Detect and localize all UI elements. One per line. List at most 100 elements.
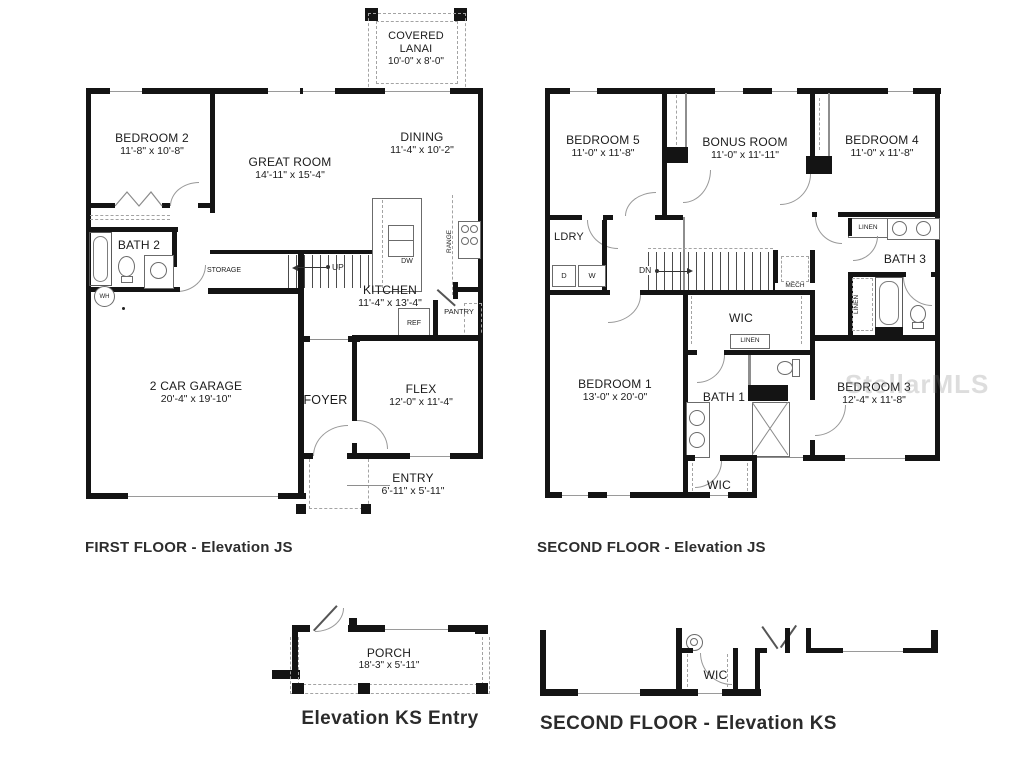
room-label-great-room: GREAT ROOM 14'-11" x 15'-4" [248, 155, 332, 182]
garage-door [128, 493, 278, 499]
first-floor-title: FIRST FLOOR - Elevation JS [85, 539, 293, 556]
linen-closet: LINEN [848, 218, 888, 238]
wall [292, 625, 310, 632]
mech-equipment [781, 256, 809, 282]
closet-rod [676, 95, 677, 145]
wall [752, 461, 757, 498]
wall [848, 272, 906, 277]
wall [683, 455, 695, 461]
door-arc [170, 182, 199, 206]
wall [755, 648, 767, 653]
post [476, 683, 488, 694]
toilet-bowl [690, 638, 698, 646]
post [292, 683, 304, 694]
dishwasher-label: DW [401, 258, 413, 265]
room-label-bedroom3: BEDROOM 3 12'-4" x 11'-8" [837, 380, 911, 407]
door-arc [815, 217, 842, 244]
window [268, 88, 300, 94]
wall [811, 648, 843, 653]
room-label-foyer: FOYER [303, 393, 348, 407]
sink [150, 262, 167, 279]
wall [86, 203, 115, 208]
arrow-dot [655, 269, 659, 273]
room-label-porch: PORCH 18'-3" x 5'-11" [358, 646, 420, 672]
room-label-wic-upper: WIC [729, 311, 753, 325]
wall [773, 250, 778, 295]
room-label-wic-ks: WIC [703, 668, 728, 682]
wall [733, 648, 738, 696]
post [361, 504, 371, 514]
post [475, 625, 488, 634]
wall [724, 350, 815, 355]
toilet-tank [912, 322, 924, 329]
closet-rod [747, 463, 748, 491]
post [454, 8, 467, 21]
wall [903, 648, 938, 653]
window [888, 88, 913, 94]
arrow-line [659, 271, 687, 272]
room-label-kitchen: KITCHEN 11'-4" x 13'-4" [358, 283, 422, 310]
wall [806, 156, 832, 174]
bathtub [875, 277, 903, 329]
room-label-garage: 2 CAR GARAGE 20'-4" x 19'-10" [149, 379, 243, 406]
entry-outline [368, 459, 369, 509]
wall [655, 215, 683, 220]
wall [810, 295, 815, 400]
window [410, 453, 450, 459]
mech-label: MECH [775, 282, 815, 290]
room-label-laundry: LDRY [554, 231, 584, 243]
wall [348, 625, 385, 632]
wall [292, 625, 298, 678]
wall [683, 350, 697, 355]
wall [172, 227, 177, 267]
wall [208, 288, 300, 294]
wall [810, 250, 815, 295]
dn-label: DN [639, 266, 655, 275]
window [607, 492, 630, 498]
wall [86, 227, 178, 232]
wall [448, 625, 475, 632]
entry-outline [309, 459, 310, 509]
room-label-dining: DINING 11'-4" x 10'-2" [390, 130, 454, 157]
wall [545, 290, 610, 295]
wall [347, 453, 359, 459]
linen-label: LINEN [853, 294, 860, 314]
opening-threshold [310, 339, 348, 340]
wall [478, 88, 483, 459]
watermark: StellarMLS [845, 369, 990, 399]
arrow-head [687, 268, 693, 274]
wall [748, 385, 788, 401]
closet-rod [801, 296, 802, 344]
leader-line [347, 485, 390, 486]
closet-rod [727, 654, 728, 687]
bifold-door [115, 191, 163, 207]
stairs-up [288, 255, 376, 288]
wall [812, 212, 817, 217]
floor-drain [122, 307, 125, 310]
storage-label: STORAGE [206, 267, 242, 274]
arrow-dot [326, 265, 330, 269]
counter-line [382, 200, 383, 288]
post [358, 683, 370, 694]
ks-second-floor-title: SECOND FLOOR - Elevation KS [540, 713, 837, 734]
door-arc [625, 192, 656, 216]
closet-rod [90, 219, 170, 220]
door-arc [683, 170, 711, 203]
wall [210, 88, 215, 213]
window [385, 625, 448, 632]
door-arc [903, 277, 932, 306]
room-label-bedroom4: BEDROOM 4 11'-0" x 11'-8" [845, 133, 919, 160]
room-label-entry: ENTRY 6'-11" x 5'-11" [381, 471, 445, 498]
wall [931, 272, 940, 277]
wall [785, 628, 790, 653]
sink [892, 221, 907, 236]
wall [662, 147, 688, 163]
wall [602, 220, 607, 290]
door-leaf [761, 626, 779, 649]
wall [352, 341, 357, 421]
wall [810, 440, 815, 461]
toilet [118, 256, 135, 277]
porch-outline-inner [298, 637, 483, 685]
sink [388, 240, 414, 257]
